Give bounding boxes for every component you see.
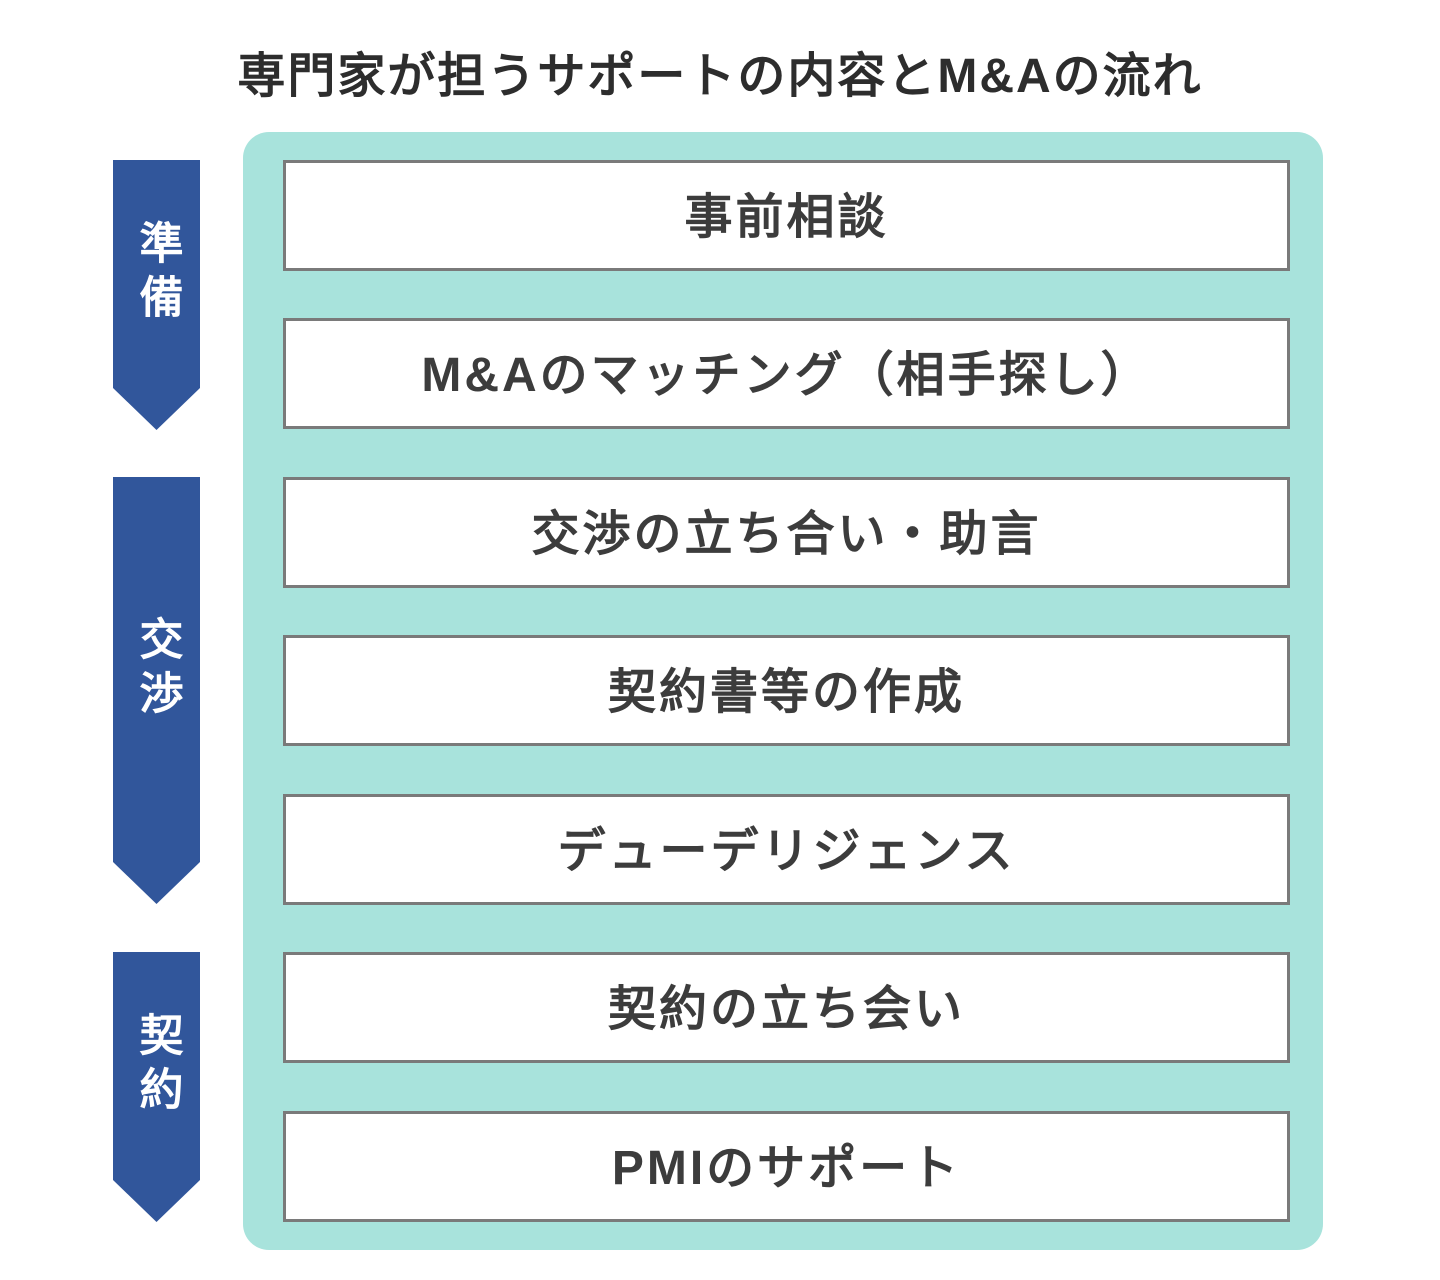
step-ma-matching: M&Aのマッチング（相手探し）	[283, 318, 1290, 429]
step-due-diligence: デューデリジェンス	[283, 794, 1290, 905]
step-pmi-support: PMIのサポート	[283, 1111, 1290, 1222]
phase-arrow-negotiation: 交渉	[113, 477, 200, 904]
phase-label-contract: 契約	[132, 1012, 182, 1120]
phase-label-negotiation: 交渉	[132, 615, 182, 724]
step-negotiation-attendance-advice: 交渉の立ち合い・助言	[283, 477, 1290, 588]
step-prior-consultation: 事前相談	[283, 160, 1290, 271]
step-contract-attendance: 契約の立ち会い	[283, 952, 1290, 1063]
step-contract-drafting: 契約書等の作成	[283, 635, 1290, 746]
steps-panel: 事前相談 M&Aのマッチング（相手探し） 交渉の立ち合い・助言 契約書等の作成 …	[243, 132, 1323, 1250]
phase-arrow-preparation: 準備	[113, 160, 200, 430]
page-title: 専門家が担うサポートの内容とM&Aの流れ	[237, 50, 1203, 103]
phase-arrow-contract: 契約	[113, 952, 200, 1222]
phase-label-preparation: 準備	[132, 220, 182, 328]
